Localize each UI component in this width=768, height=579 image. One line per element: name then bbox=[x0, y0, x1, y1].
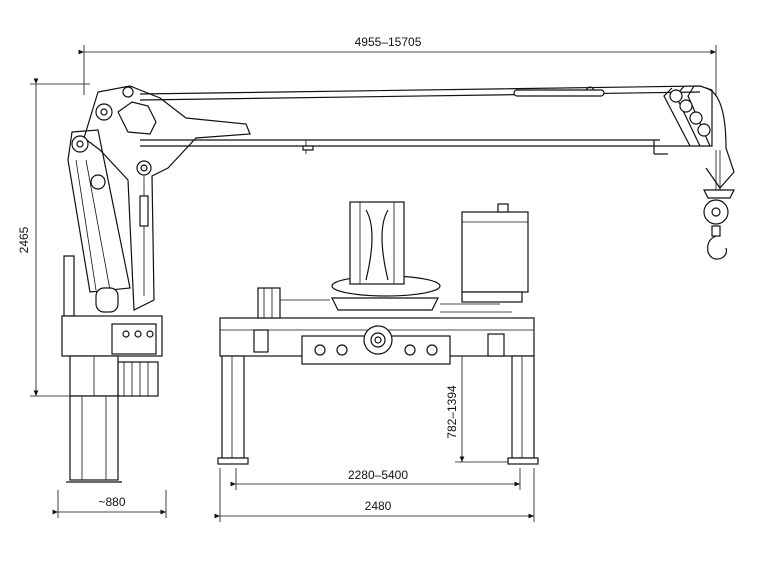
hydraulic-tank bbox=[461, 203, 529, 303]
left-outrigger-leg bbox=[217, 355, 249, 465]
frame-valves bbox=[253, 287, 512, 357]
dimension-leg-height: 782–1394 bbox=[445, 350, 520, 463]
dimension-base-width: 2480 bbox=[214, 468, 535, 522]
column-width-label: ~880 bbox=[98, 495, 125, 509]
leg-height-label: 782–1394 bbox=[445, 385, 459, 439]
dimension-column-width: ~880 bbox=[52, 490, 167, 518]
base-frame bbox=[219, 201, 535, 365]
right-outrigger-leg bbox=[507, 355, 539, 465]
dimension-leg-span: 2280–5400 bbox=[230, 468, 521, 490]
hook-block bbox=[703, 189, 735, 260]
column-base bbox=[61, 255, 163, 397]
telescopic-boom bbox=[139, 85, 713, 155]
column-leg bbox=[66, 395, 122, 483]
crane-column bbox=[67, 85, 251, 313]
boom-reach-label: 4955–15705 bbox=[355, 35, 422, 49]
dimension-boom-reach: 4955–15705 bbox=[78, 35, 717, 95]
dimension-total-height: 2465 bbox=[17, 78, 90, 397]
leg-span-label: 2280–5400 bbox=[348, 468, 408, 482]
total-height-label: 2465 bbox=[17, 226, 31, 253]
boom-head bbox=[663, 85, 735, 190]
base-width-label: 2480 bbox=[365, 499, 392, 513]
